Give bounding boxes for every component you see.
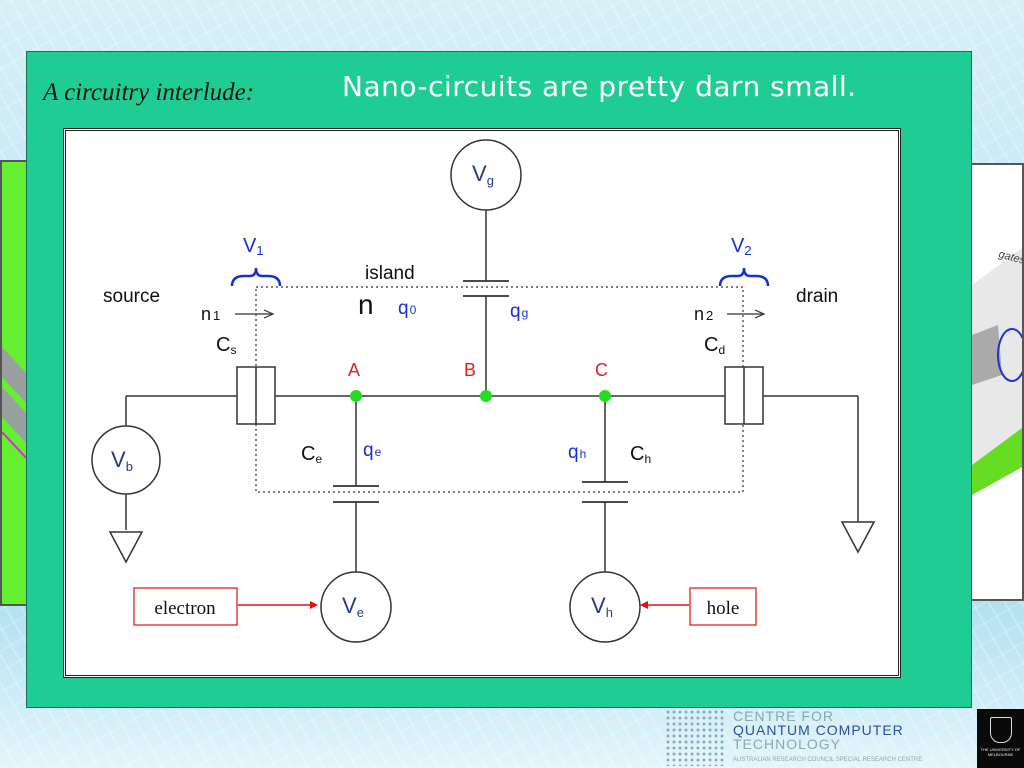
circuit-diagram: Vg Vb Ve Vh V1 V2 source drain island n … (63, 128, 901, 678)
node-b (480, 390, 492, 402)
ground-left-icon (108, 531, 144, 564)
logo-text: CENTRE FOR QUANTUM COMPUTER TECHNOLOGY (733, 708, 904, 752)
ce-label: Ce (301, 443, 322, 466)
hole-label: hole (707, 598, 740, 619)
cqct-logo: CENTRE FOR QUANTUM COMPUTER TECHNOLOGY A… (665, 709, 950, 766)
cd-label: Cd (704, 334, 725, 357)
vb-label: Vb (111, 447, 133, 474)
ch-label: Ch (630, 443, 651, 466)
island-electron-count: n (358, 289, 374, 320)
university-name: THE UNIVERSITY OF MELBOURNE (980, 747, 1021, 757)
v1-brace-icon (230, 267, 282, 287)
bias-voltage-source (91, 425, 161, 495)
hole-voltage-source (569, 571, 641, 643)
q0-label: q0 (398, 298, 417, 319)
island-boundary (255, 286, 744, 493)
gate-voltage-source (450, 139, 522, 211)
qh-label: qh (568, 442, 586, 463)
right-device-image: gates (972, 247, 1022, 495)
qe-label: qe (363, 440, 382, 461)
intro-label: A circuitry interlude: (43, 79, 255, 106)
source-junction-capacitor (236, 366, 276, 425)
v2-label: V2 (731, 235, 752, 258)
vh-label: Vh (591, 593, 613, 620)
hole-callout (689, 587, 757, 626)
node-b-label: B (464, 360, 476, 380)
crest-icon (990, 717, 1012, 743)
vg-label: Vg (472, 161, 494, 188)
electron-label: electron (154, 598, 216, 619)
side-panel-right: gates (970, 163, 1024, 601)
university-logo: THE UNIVERSITY OF MELBOURNE (977, 709, 1024, 768)
v2-brace-icon (718, 267, 770, 287)
ve-label: Ve (342, 593, 364, 620)
ground-right-icon (840, 521, 876, 554)
drain-label: drain (796, 286, 838, 307)
electron-voltage-source (320, 571, 392, 643)
slide-headline: Nano-circuits are pretty darn small. (342, 70, 857, 103)
logo-dot-grid-icon (665, 709, 725, 766)
island-label: island (365, 263, 415, 284)
cs-label: Cs (216, 334, 236, 357)
source-label: source (103, 286, 160, 307)
v1-label: V1 (243, 235, 264, 258)
electron-callout (133, 587, 238, 626)
node-a (350, 390, 362, 402)
node-c-label: C (595, 360, 608, 380)
node-a-label: A (348, 360, 360, 380)
qg-label: qg (510, 301, 528, 322)
logo-subtitle: AUSTRALIAN RESEARCH COUNCIL SPECIAL RESE… (733, 757, 923, 763)
drain-junction-capacitor (724, 366, 764, 425)
side-panel-left (0, 160, 28, 606)
left-device-image (2, 162, 26, 604)
node-c (599, 390, 611, 402)
